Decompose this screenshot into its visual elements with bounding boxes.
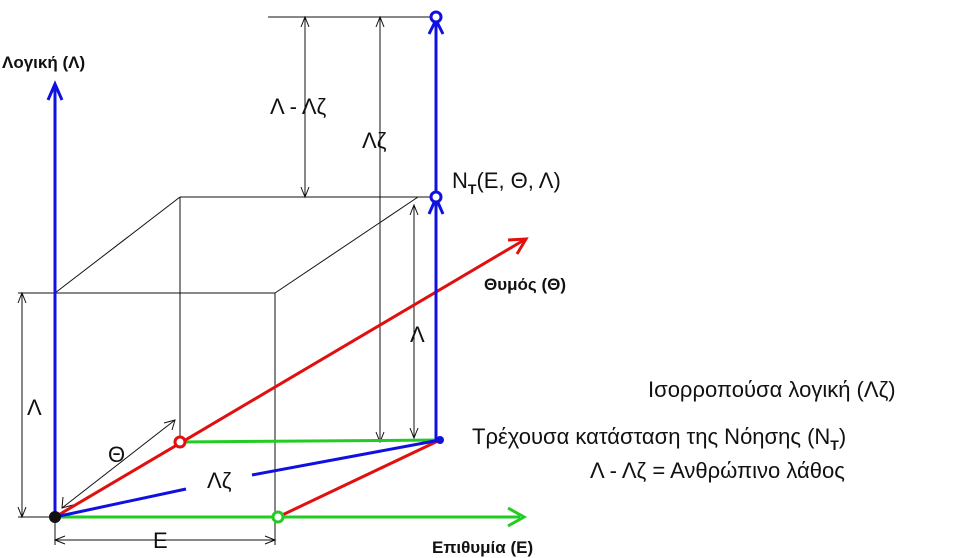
legend-line-2-end: ) xyxy=(839,424,846,449)
dim-arrow-5 xyxy=(375,15,385,28)
legend-line-3: Λ - Λζ = Ανθρώπινο λάθος xyxy=(590,458,845,483)
logic-axis-label: Λογική (Λ) xyxy=(2,53,85,72)
dim-theta-line xyxy=(61,419,176,509)
lz-vector-part2 xyxy=(251,438,441,477)
lambda-right-label: Λ xyxy=(410,322,425,347)
passion-front-line xyxy=(277,438,441,519)
box-top-right-diag xyxy=(274,196,419,294)
passion-axis xyxy=(54,238,525,519)
e-label: Ε xyxy=(153,528,168,553)
nt-label-sub: T xyxy=(468,181,477,197)
theta-label: Θ xyxy=(108,442,125,467)
box-edges xyxy=(17,15,436,545)
legend-line-2: Τρέχουσα κατάσταση της Νόησης (NT) xyxy=(472,424,846,453)
dim-arrow-3 xyxy=(300,15,310,28)
dim-arrow-8 xyxy=(409,427,419,440)
legend-line-2-main: Τρέχουσα κατάσταση της Νόησης (N xyxy=(472,424,830,449)
desire-point xyxy=(271,510,285,524)
desire-axis-label: Επιθυμία (Ε) xyxy=(432,538,533,557)
current-state-point xyxy=(436,436,444,444)
origin-point xyxy=(49,511,61,523)
top-point xyxy=(429,10,443,24)
nt-point xyxy=(429,190,443,204)
desire-axis-arrowhead xyxy=(507,506,528,528)
lz-vector-label: Λζ xyxy=(207,468,232,493)
dim-arrow-10 xyxy=(264,535,277,545)
nt-label: NT(Ε, Θ, Λ) xyxy=(452,168,561,197)
dim-arrow-7 xyxy=(409,203,419,216)
dim-arrow-2 xyxy=(17,506,27,519)
lambda-left-label: Λ xyxy=(27,395,42,420)
passion-axis-arrowhead xyxy=(507,237,529,255)
dim-arrow-4 xyxy=(300,186,310,199)
dim-arrow-9 xyxy=(53,535,66,545)
desire-back-line xyxy=(179,438,441,444)
legend-line-2-sub: T xyxy=(830,437,839,453)
nt-label-main: N xyxy=(452,168,468,193)
logic-lines xyxy=(46,16,445,519)
dim-arrow-6 xyxy=(375,431,385,444)
logic-axis-arrowhead xyxy=(46,80,64,101)
legend-line-1: Ισορροπούσα λογική (Λζ) xyxy=(648,377,896,402)
dim-arrow-1 xyxy=(17,291,27,304)
desire-lines xyxy=(55,438,528,528)
passion-lines xyxy=(54,237,529,519)
nt-label-args: (Ε, Θ, Λ) xyxy=(476,168,560,193)
passion-point xyxy=(173,435,187,449)
dim-arrow-12 xyxy=(163,419,176,431)
passion-axis-label: Θυμός (Θ) xyxy=(484,275,566,294)
lambda-minus-lz-label: Λ - Λζ xyxy=(270,94,327,119)
box-top-left-diag xyxy=(54,196,181,294)
lz-vector-part1 xyxy=(54,487,187,519)
dim-arrow-11 xyxy=(61,496,74,509)
lz-vertical-label: Λζ xyxy=(362,128,387,153)
